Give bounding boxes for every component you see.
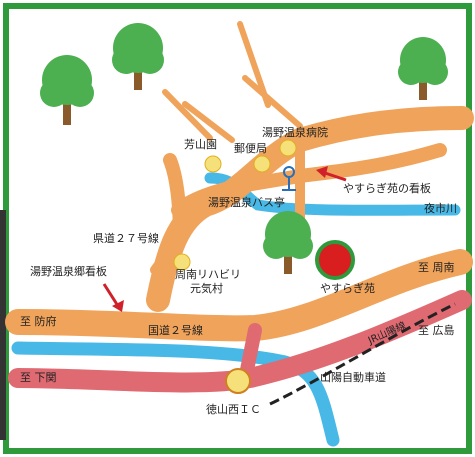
to-hiroshima-label: 至 広島	[418, 323, 455, 337]
tree	[40, 55, 94, 125]
tree	[398, 37, 448, 100]
to-hofu-label: 至 防府	[20, 314, 57, 328]
bus-stop-label: 湯野温泉バス亭	[208, 195, 285, 209]
tokuyama-ic-marker	[225, 368, 251, 394]
river-lower	[11, 341, 340, 447]
hospital-label: 湯野温泉病院	[262, 125, 328, 139]
post-office-marker	[253, 155, 271, 173]
tree	[112, 23, 164, 90]
hoshien-label: 芳山園	[184, 137, 217, 151]
jr-sanyo-line	[269, 302, 456, 406]
yuno-sign-label: 湯野温泉郷看板	[30, 264, 107, 278]
rehab-label: 周南リハビリ 元気村	[175, 268, 245, 295]
minor-roads	[162, 21, 303, 143]
yuno-sign-arrow-icon	[102, 283, 124, 312]
hoshien-marker	[204, 155, 222, 173]
yaichi-river-label: 夜市川	[424, 201, 457, 215]
hospital-marker	[279, 139, 297, 157]
post-office-label: 郵便局	[234, 142, 267, 155]
yasuragien-label: やすらぎ苑	[320, 281, 375, 295]
left-tab	[0, 210, 6, 440]
prefectural-road-label: 県道２７号線	[93, 231, 159, 245]
yasuragien-sign-arrow-icon	[316, 166, 347, 182]
tokuyama-ic-label: 徳山西ＩＣ	[206, 403, 261, 416]
to-shimonoseki-label: 至 下関	[20, 371, 57, 384]
expressway-label: 山陽自動車道	[320, 370, 386, 384]
bus-stop-pin-icon	[282, 166, 296, 191]
to-shunan-label: 至 周南	[418, 261, 455, 274]
rehab-road	[150, 190, 215, 275]
tree	[263, 211, 313, 274]
rehab-marker	[173, 253, 191, 271]
yasuragien-marker	[315, 240, 355, 280]
yasuragien-sign-label: やすらぎ苑の看板	[343, 181, 431, 195]
national-route-label: 国道２号線	[148, 323, 203, 337]
